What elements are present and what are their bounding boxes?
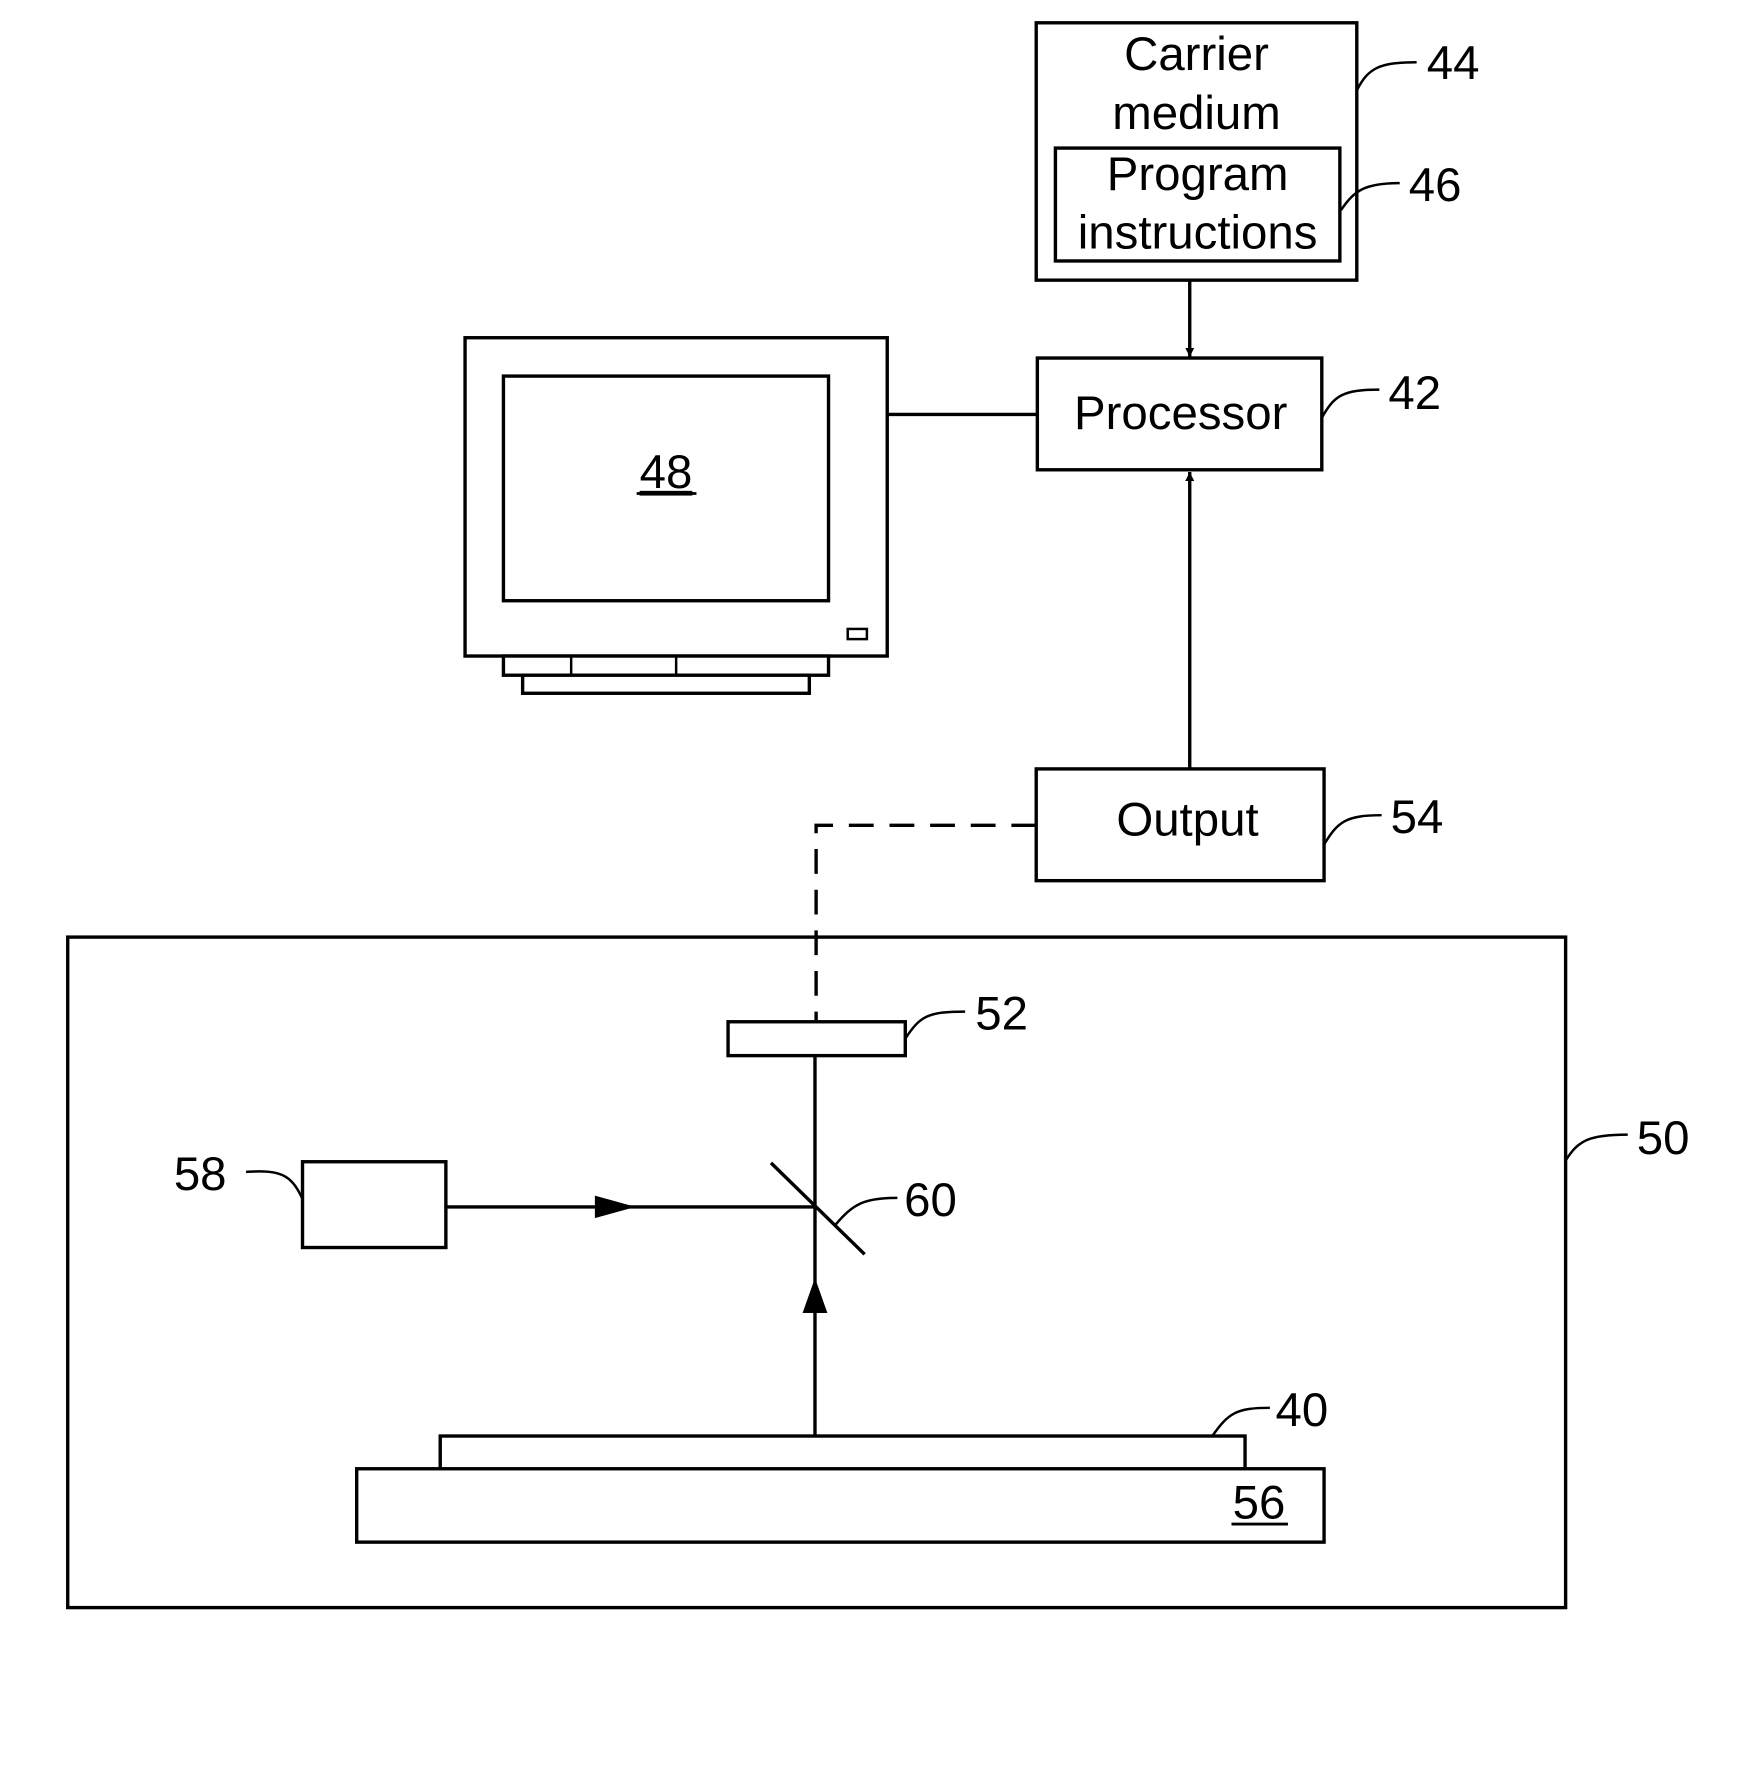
ref-54: 54 bbox=[1391, 791, 1444, 844]
leader-60 bbox=[835, 1198, 897, 1225]
leader-50 bbox=[1566, 1135, 1628, 1161]
ref-46: 46 bbox=[1409, 159, 1462, 212]
detector-block bbox=[728, 1022, 905, 1056]
leader-54 bbox=[1324, 815, 1382, 844]
leader-42 bbox=[1322, 390, 1380, 418]
ref-58: 58 bbox=[174, 1148, 227, 1201]
ref-60: 60 bbox=[904, 1174, 957, 1227]
light-source-block bbox=[303, 1162, 446, 1248]
upward-beam-arrow-icon bbox=[803, 1278, 828, 1313]
leader-52 bbox=[905, 1012, 965, 1039]
carrier-medium-label-1: Carrier bbox=[1124, 28, 1269, 81]
ref-44: 44 bbox=[1427, 37, 1480, 90]
leader-58 bbox=[246, 1171, 302, 1199]
leader-44 bbox=[1357, 62, 1417, 90]
leader-40 bbox=[1212, 1408, 1270, 1436]
rightward-beam-arrow-icon bbox=[595, 1196, 636, 1219]
ref-52: 52 bbox=[975, 988, 1028, 1041]
monitor-base-upper bbox=[503, 656, 828, 675]
carrier-medium-label-2: medium bbox=[1112, 87, 1281, 140]
ref-56: 56 bbox=[1233, 1476, 1286, 1529]
monitor-base-lower bbox=[523, 675, 810, 693]
program-instructions-label-1: Program bbox=[1107, 148, 1289, 201]
output-label: Output bbox=[1116, 794, 1258, 847]
display-monitor: 48 bbox=[465, 338, 887, 694]
ref-48: 48 bbox=[640, 446, 693, 499]
program-instructions-label-2: instructions bbox=[1078, 207, 1318, 260]
stage-block bbox=[357, 1469, 1324, 1542]
ref-42: 42 bbox=[1388, 367, 1441, 420]
ref-50: 50 bbox=[1637, 1112, 1690, 1165]
processor-label: Processor bbox=[1074, 387, 1287, 440]
processor-block: Processor bbox=[1037, 358, 1321, 470]
ref-40: 40 bbox=[1276, 1384, 1329, 1437]
specimen-block bbox=[440, 1436, 1245, 1470]
output-block: Output bbox=[1036, 769, 1324, 881]
carrier-medium-block: Carrier medium Program instructions bbox=[1036, 23, 1357, 280]
